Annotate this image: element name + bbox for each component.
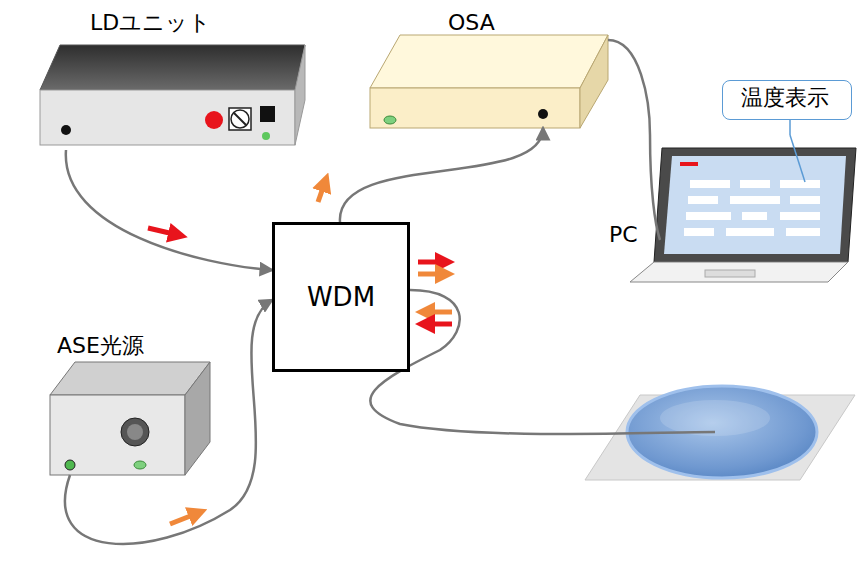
sensing-fiber: [370, 290, 715, 434]
optical-fiber: [66, 150, 272, 270]
osa-device: [370, 35, 608, 128]
ase-source-device: [50, 362, 210, 475]
ase-light-source: ASE光源: [45, 330, 215, 475]
light-direction-arrows: [148, 182, 452, 524]
ld-unit: LDユニット: [40, 5, 305, 150]
ld-unit-device: [40, 45, 305, 145]
optical-fiber: [608, 40, 650, 135]
callout-pointer: [789, 120, 791, 135]
osa-unit: OSA: [370, 5, 608, 128]
node-label: 温度表示: [741, 86, 829, 110]
node-label: OSA: [448, 11, 495, 35]
callout-bubble: 温度表示: [722, 80, 852, 120]
laptop-pc: [630, 135, 856, 282]
optical-fiber: [340, 128, 543, 222]
pc-laptop: PC: [605, 135, 856, 282]
node-label: WDM: [307, 283, 375, 312]
node-label: LDユニット: [90, 11, 211, 35]
node-label: ASE光源: [57, 334, 144, 358]
wdm-box: WDM: [272, 222, 410, 372]
node-label: PC: [609, 223, 638, 247]
